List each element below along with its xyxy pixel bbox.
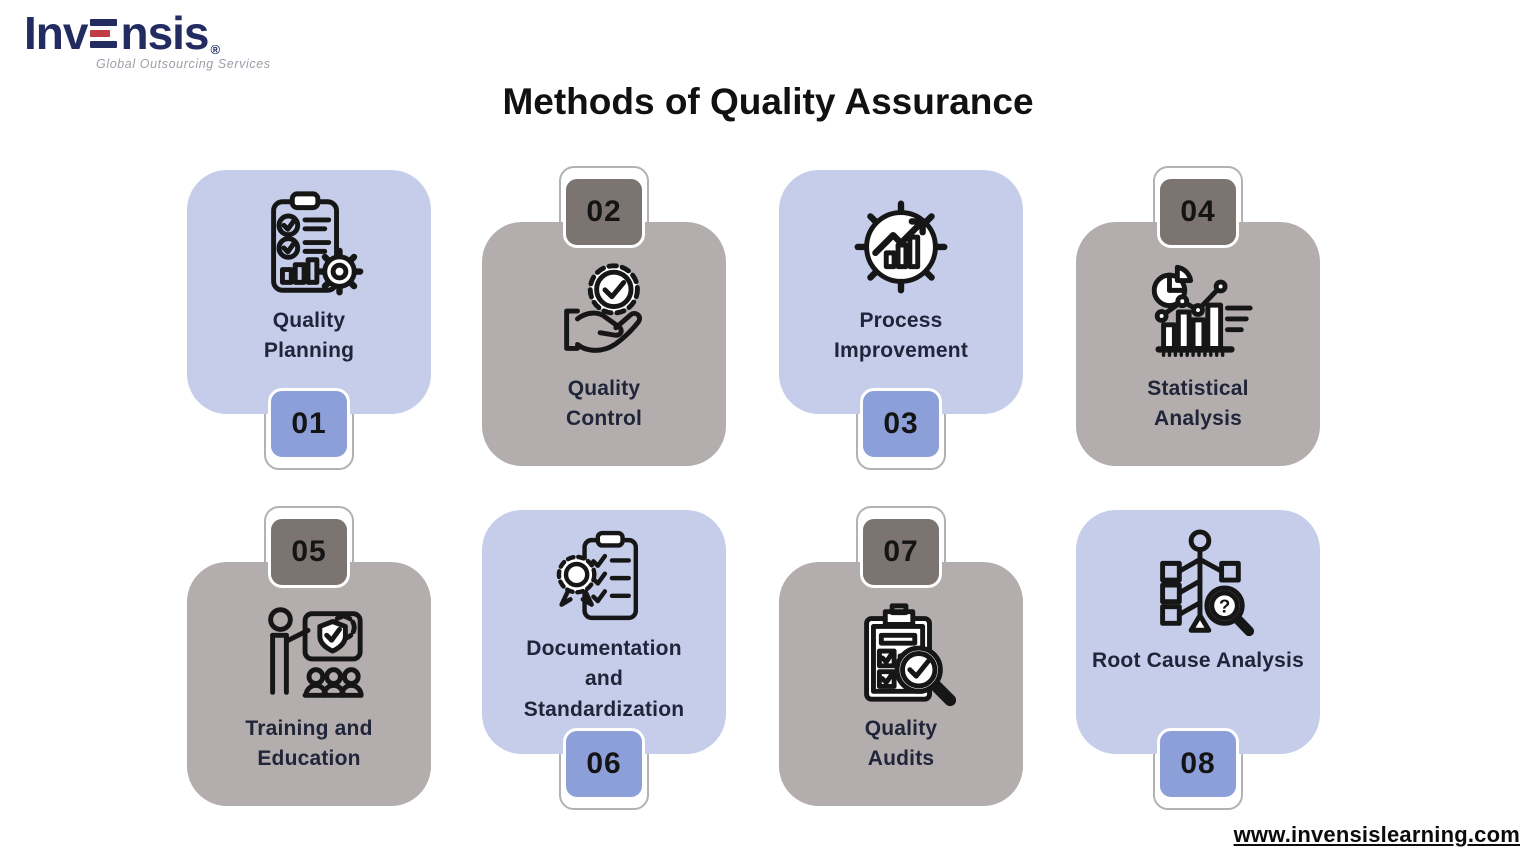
hand-holding-medal-icon <box>545 254 663 372</box>
pie-bar-line-charts-icon <box>1139 254 1257 372</box>
card-label: Quality Audits <box>864 717 938 771</box>
card-process-improvement: Process Improvement 03 <box>779 170 1023 470</box>
card-quality-planning: Quality Planning 01 <box>187 170 431 470</box>
logo-text-prefix: Inv <box>24 7 88 59</box>
card-training-and-education: Training and Education 05 <box>187 506 431 806</box>
root-cause-tree-magnifier-icon: ? <box>1139 526 1257 644</box>
logo-text-suffix: nsis <box>120 7 209 59</box>
number-badge: 04 <box>1157 176 1239 248</box>
card-label: Statistical Analysis <box>1147 377 1249 431</box>
number-badge: 01 <box>268 388 350 460</box>
card-label: Quality Control <box>565 377 643 431</box>
clipboard-checklist-gear-icon <box>250 186 368 304</box>
card-label: Root Cause Analysis <box>1092 649 1304 672</box>
invensis-logo: Inv nsis ® Global Outsourcing Services <box>24 10 271 71</box>
card-label: Training and Education <box>245 717 373 771</box>
website-link[interactable]: www.invensislearning.com <box>1233 822 1520 847</box>
card-root-cause-analysis: ? Root Cause Analysis 08 <box>1076 510 1320 810</box>
number-badge: 03 <box>860 388 942 460</box>
card-label: Quality Planning <box>263 309 355 363</box>
registered-mark: ® <box>210 42 221 57</box>
card-quality-control: Quality Control 02 <box>482 166 726 466</box>
card-statistical-analysis: Statistical Analysis 04 <box>1076 166 1320 466</box>
logo-wordmark: Inv nsis ® <box>24 10 271 56</box>
card-quality-audits: Quality Audits 07 <box>779 506 1023 806</box>
page-title: Methods of Quality Assurance <box>502 80 1034 122</box>
logo-e-bars-icon <box>90 17 118 49</box>
number-badge: 05 <box>268 516 350 588</box>
trainer-presentation-audience-icon <box>250 594 368 712</box>
audit-checklist-magnifier-icon <box>842 594 960 712</box>
card-label: Documentation and Standardization <box>523 637 685 721</box>
number-badge: 08 <box>1157 728 1239 800</box>
number-badge: 02 <box>563 176 645 248</box>
svg-text:?: ? <box>1219 596 1230 617</box>
gear-growth-chart-icon <box>842 186 960 304</box>
certified-checklist-clipboard-icon <box>551 526 657 632</box>
logo-tagline: Global Outsourcing Services <box>96 57 271 71</box>
number-badge: 06 <box>563 728 645 800</box>
card-documentation-and-standardization: Documentation and Standardization 06 <box>482 510 726 810</box>
card-label: Process Improvement <box>833 309 969 363</box>
number-badge: 07 <box>860 516 942 588</box>
